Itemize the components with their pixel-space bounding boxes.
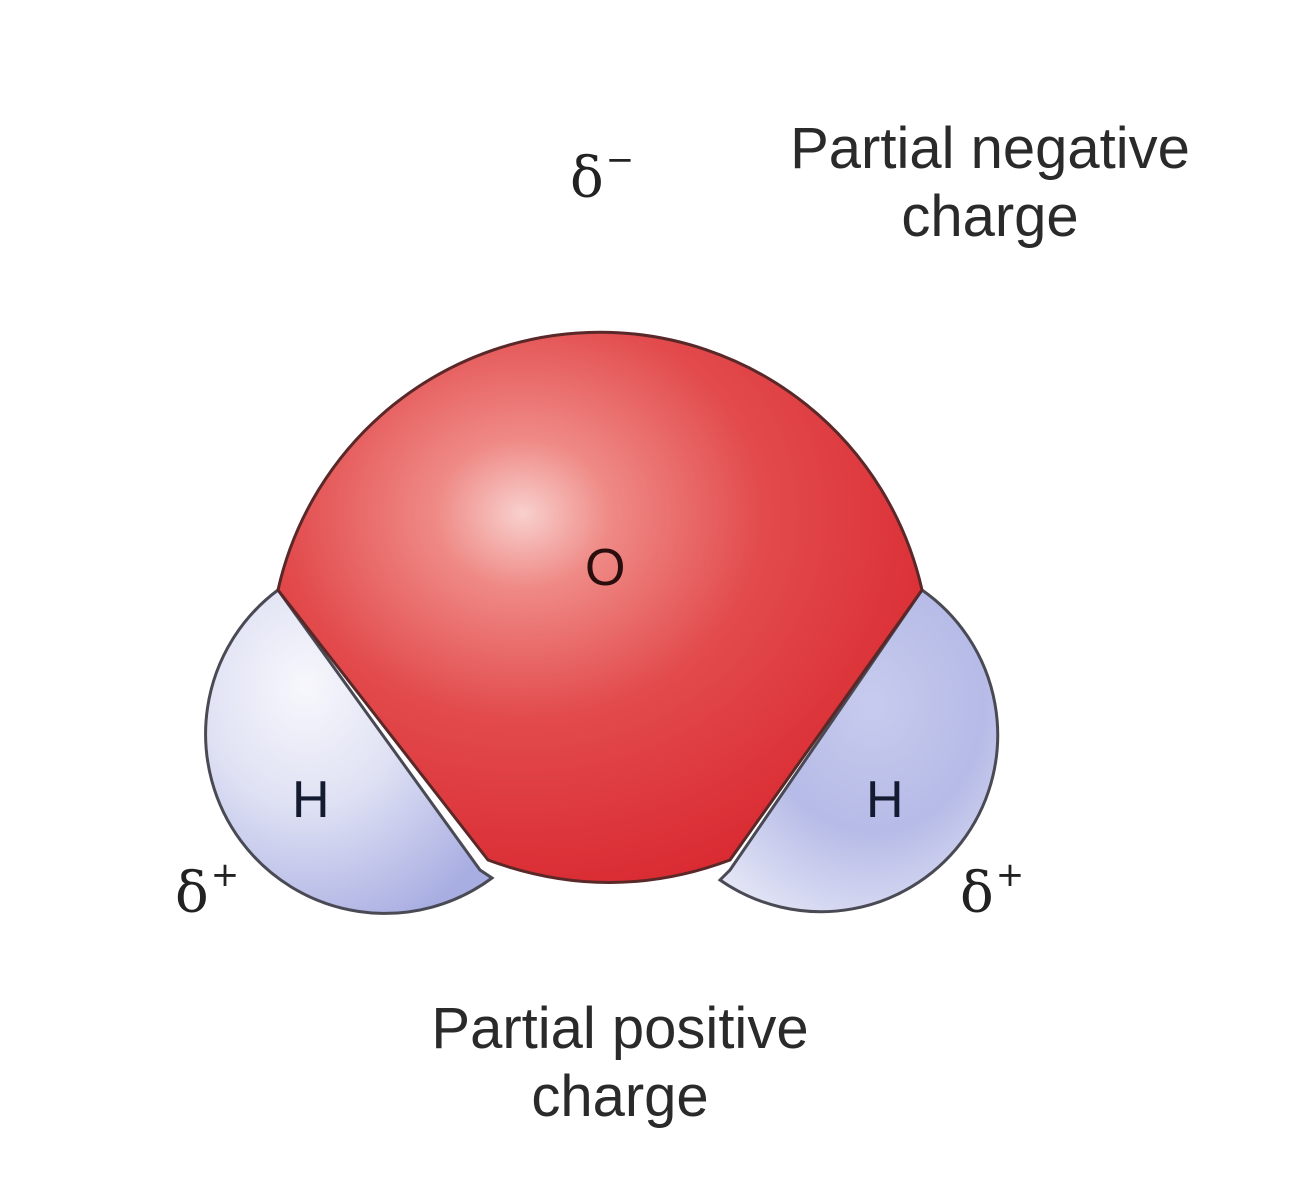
hydrogen-atom-right	[717, 587, 1000, 914]
partial-positive-charge-label: Partial positive charge	[431, 996, 809, 1130]
delta-positive-symbol-right: δ+	[960, 855, 1024, 926]
delta-glyph: δ	[175, 861, 209, 926]
negative-sign: −	[605, 140, 635, 180]
delta-negative-symbol: δ−	[570, 140, 634, 211]
delta-glyph: δ	[570, 146, 604, 211]
partial-negative-charge-label: Partial negative charge	[790, 116, 1190, 250]
positive-sign: +	[210, 855, 240, 895]
hydrogen-label-left: H	[292, 771, 330, 829]
hydrogen-label-right: H	[866, 771, 904, 829]
positive-sign: +	[995, 855, 1025, 895]
hydrogen-atom-left	[204, 587, 495, 915]
delta-positive-symbol-left: δ+	[175, 855, 239, 926]
delta-glyph: δ	[960, 861, 994, 926]
oxygen-atom	[276, 330, 924, 884]
oxygen-label: O	[585, 539, 626, 597]
